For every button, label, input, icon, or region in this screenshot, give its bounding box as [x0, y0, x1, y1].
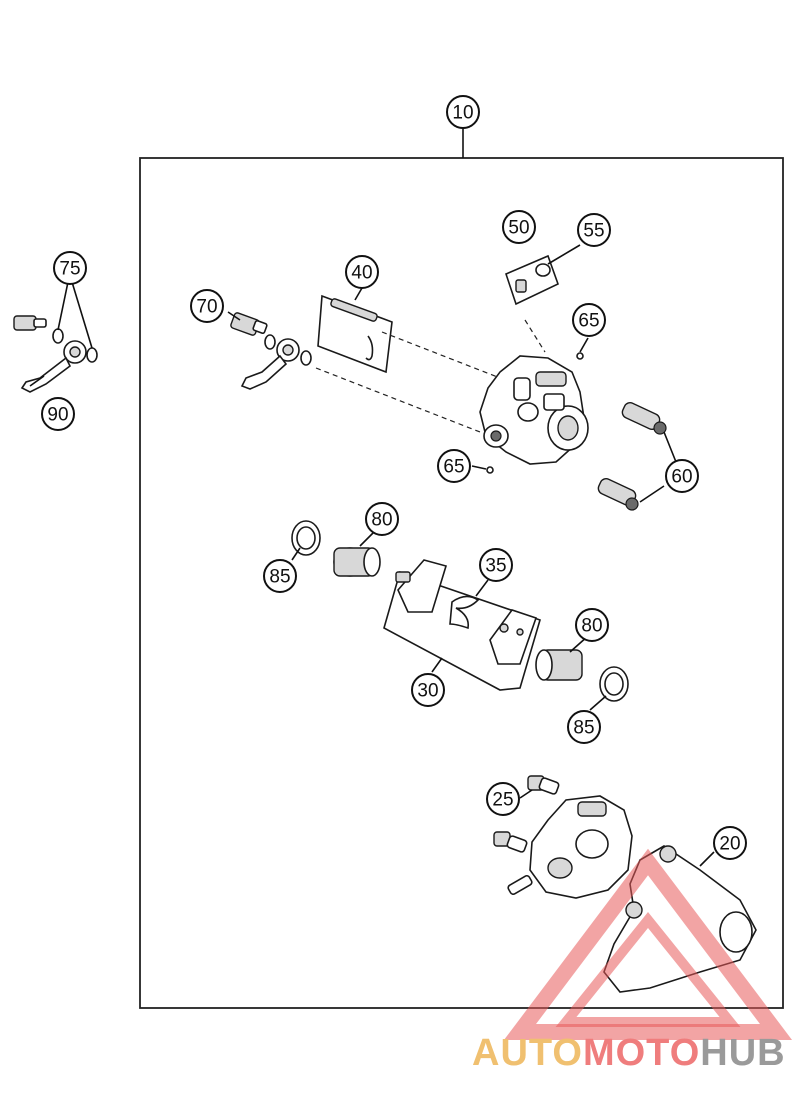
- callout-30: 30: [411, 673, 445, 707]
- dash-line-pad: [524, 319, 546, 353]
- svg-text:55: 55: [583, 221, 604, 242]
- callout-25: 25: [486, 782, 520, 816]
- svg-text:10: 10: [452, 103, 473, 124]
- callout-35: 35: [479, 548, 513, 582]
- callout-90: 90: [41, 397, 75, 431]
- dash-line-lower: [315, 367, 481, 433]
- watermark-auto: AUTO: [472, 1032, 583, 1074]
- callout-65-upper: 65: [572, 303, 606, 337]
- callout-60: 60: [665, 459, 699, 493]
- callout-20: 20: [713, 826, 747, 860]
- svg-text:50: 50: [508, 218, 529, 239]
- assembly-frame: [139, 157, 784, 1009]
- callout-10: 10: [446, 95, 480, 129]
- svg-text:80: 80: [371, 510, 392, 531]
- slide-pins-group: [471, 401, 677, 511]
- svg-text:80: 80: [581, 616, 602, 637]
- svg-text:25: 25: [492, 790, 513, 811]
- callout-75: 75: [53, 251, 87, 285]
- callout-65-lower: 65: [437, 449, 471, 483]
- brake-hose-group: [13, 281, 98, 393]
- watermark-hub: HUB: [700, 1032, 785, 1074]
- watermark-text: AUTOMOTOHUB: [472, 1032, 786, 1074]
- callout-80-upper: 80: [365, 502, 399, 536]
- callout-40: 40: [345, 255, 379, 289]
- dash-line-upper: [381, 331, 501, 379]
- callout-80-lower: 80: [575, 608, 609, 642]
- svg-text:85: 85: [269, 567, 290, 588]
- callout-70: 70: [190, 289, 224, 323]
- svg-text:20: 20: [719, 834, 740, 855]
- callout-85-upper: 85: [263, 559, 297, 593]
- svg-text:40: 40: [351, 263, 372, 284]
- watermark-logo: AUTOMOTOHUB: [472, 848, 793, 1074]
- svg-text:75: 75: [59, 259, 80, 280]
- caliper-body-upper: [479, 355, 589, 465]
- svg-text:85: 85: [573, 718, 594, 739]
- seals-pistons-group: [291, 520, 629, 711]
- bleeder-kit-group: [505, 244, 589, 360]
- svg-text:70: 70: [196, 297, 217, 318]
- svg-text:60: 60: [671, 467, 692, 488]
- svg-text:30: 30: [417, 681, 438, 702]
- callout-85-lower: 85: [567, 710, 601, 744]
- svg-text:65: 65: [443, 457, 464, 478]
- callout-55: 55: [577, 213, 611, 247]
- svg-text:65: 65: [578, 311, 599, 332]
- banjo-bolt-group: [227, 311, 312, 390]
- svg-text:90: 90: [47, 405, 68, 426]
- brake-pads-group: [383, 559, 541, 691]
- callout-50: 50: [502, 210, 536, 244]
- svg-text:35: 35: [485, 556, 506, 577]
- watermark-moto: MOTO: [583, 1032, 700, 1074]
- pin-kit-group: [317, 287, 393, 374]
